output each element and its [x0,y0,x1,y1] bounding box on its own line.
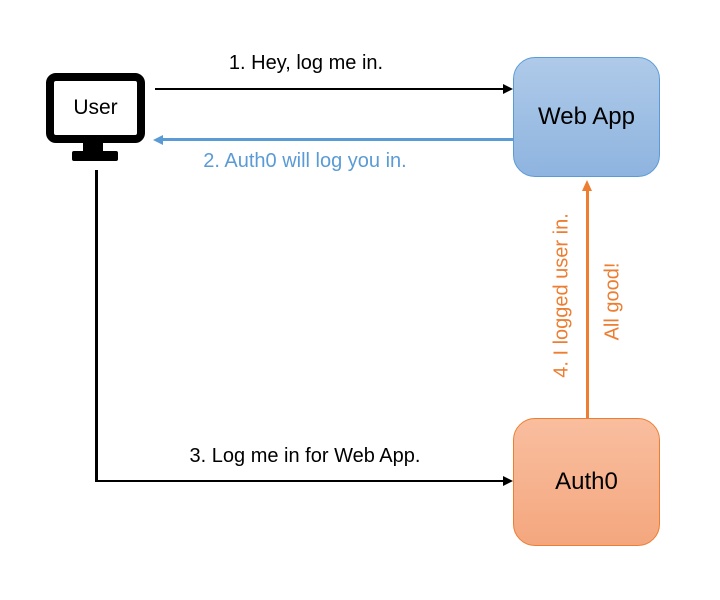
message-4-label: 4. I logged user in. [550,213,573,378]
monitor-stand-base-icon [72,151,118,161]
message-1-arrow-line [155,88,504,90]
webapp-node: Web App [513,57,660,177]
message-3-arrowhead-icon [503,475,513,486]
auth0-node: Auth0 [513,418,660,546]
user-monitor-icon: User [46,73,145,143]
user-node-label: User [73,96,118,119]
message-2-arrow-line [163,138,513,141]
monitor-stand-neck-icon [83,141,103,152]
message-2-label: 2. Auth0 will log you in. [203,150,407,172]
message-3-arrow-vertical-line [95,170,98,481]
message-1-label: 1. Hey, log me in. [228,52,384,74]
message-1-arrowhead-icon [503,84,513,94]
message-4-status-label: All good! [601,262,624,341]
message-3-arrow-horizontal-line [95,479,504,482]
message-4-arrowhead-icon [582,180,592,191]
message-2-arrowhead-icon [153,134,163,145]
auth0-node-label: Auth0 [555,468,618,495]
message-4-arrow-line [586,191,589,418]
message-3-label: 3. Log me in for Web App. [189,445,421,467]
webapp-node-label: Web App [538,103,635,130]
